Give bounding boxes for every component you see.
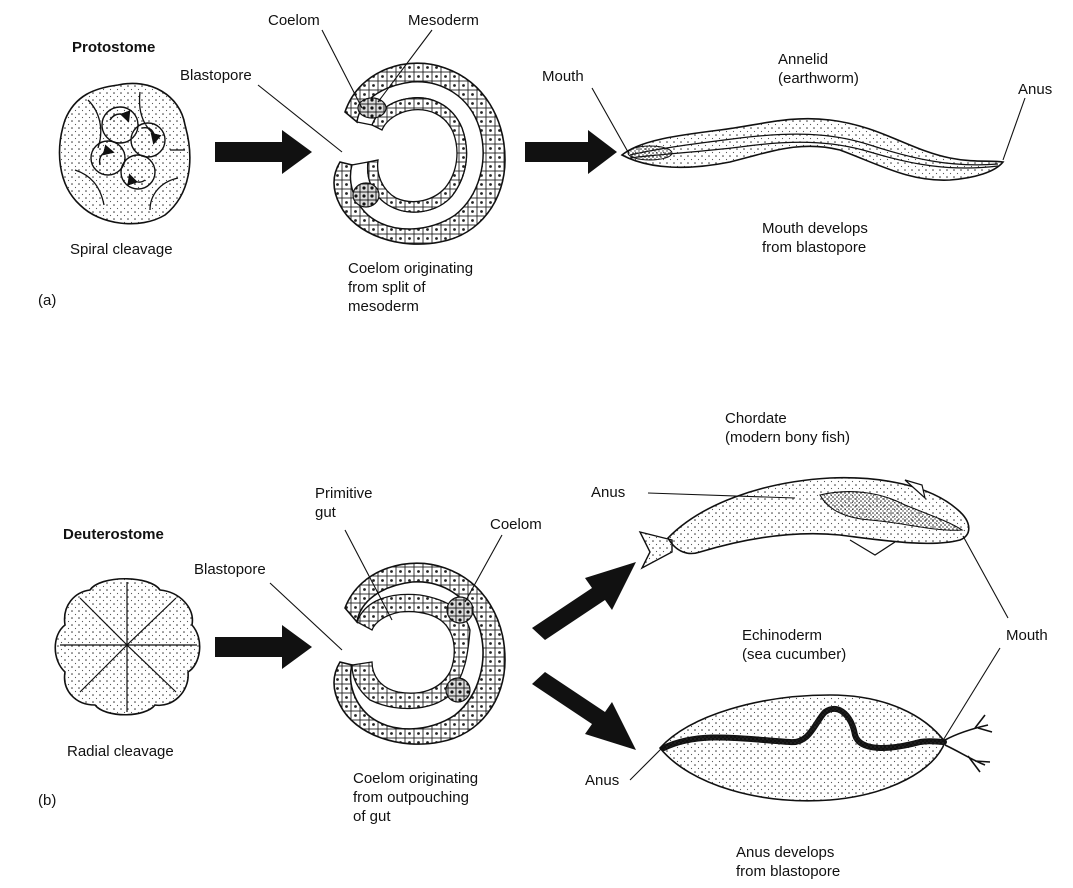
arrow-a2 [525,130,617,174]
spiral-cleavage-label: Spiral cleavage [70,240,173,259]
leader-coelom-b [465,535,502,602]
bony-fish [640,478,969,568]
anus-label-a: Anus [1018,80,1052,99]
arrow-b-down [532,672,636,750]
leader-mouth-fish [963,536,1008,618]
panel-a-tag: (a) [38,291,56,310]
annelid-label: Annelid (earthworm) [778,50,859,88]
radial-cleavage-embryo [55,579,199,715]
panel-b-tag: (b) [38,791,56,810]
anus-develops-caption: Anus develops from blastopore [736,843,840,881]
leader-coelom-a [322,30,362,108]
mouth-label-a: Mouth [542,67,584,86]
chordate-label: Chordate (modern bony fish) [725,409,850,447]
mouth-develops-caption: Mouth develops from blastopore [762,219,868,257]
echinoderm-label: Echinoderm (sea cucumber) [742,626,846,664]
leader-anus-cucumber [630,748,662,780]
coelom-caption-b: Coelom originating from outpouching of g… [353,769,478,826]
mouth-label-b: Mouth [1006,626,1048,645]
deuterostome-title: Deuterostome [63,525,164,544]
radial-cleavage-label: Radial cleavage [67,742,174,761]
arrow-b1 [215,625,312,669]
primitive-gut-label: Primitive gut [315,484,373,522]
protostome-title: Protostome [72,38,155,57]
leader-blastopore-a [258,85,342,152]
spiral-cleavage-embryo [60,83,190,223]
protostome-gastrula [334,63,505,244]
anus-label-fish: Anus [591,483,625,502]
sea-cucumber [660,695,992,801]
deuterostome-gastrula [334,563,505,744]
leader-mouth-cucumber [942,648,1000,742]
earthworm [622,119,1003,181]
leader-anus-a [1003,98,1025,160]
blastopore-label-a: Blastopore [180,66,252,85]
arrow-b-up [532,562,636,640]
blastopore-label-b: Blastopore [194,560,266,579]
anus-label-cucumber: Anus [585,771,619,790]
arrow-a1 [215,130,312,174]
coelom-label-b: Coelom [490,515,542,534]
coelom-label-a: Coelom [268,11,320,30]
mesoderm-label: Mesoderm [408,11,479,30]
coelom-caption-a: Coelom originating from split of mesoder… [348,259,473,316]
